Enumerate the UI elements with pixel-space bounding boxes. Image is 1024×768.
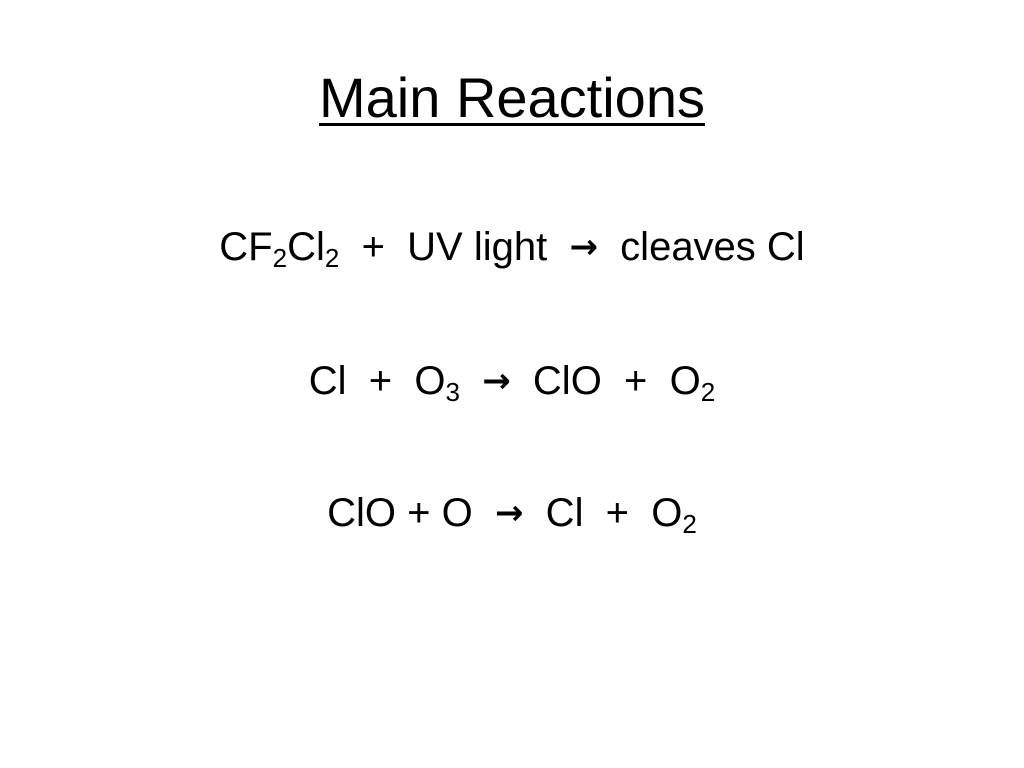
reaction-1-reactant-text: + UV light <box>339 225 570 269</box>
reaction-2: Cl + O3 → ClO + O2 <box>0 356 1024 406</box>
reaction-arrow-icon: → <box>569 227 598 267</box>
reaction-3-reactant-text: ClO + O <box>327 491 495 535</box>
reaction-1-product-text: cleaves Cl <box>597 225 805 269</box>
reaction-2-spacer <box>460 359 482 403</box>
reaction-2-reactant-text: Cl + O <box>308 359 446 403</box>
reaction-3-product-text: Cl + O <box>523 491 683 535</box>
reaction-1-subscript-cl: 2 <box>324 243 340 273</box>
reaction-3-subscript-o2: 2 <box>682 509 697 539</box>
reaction-2-subscript-o2: 2 <box>700 377 716 407</box>
reaction-arrow-icon: → <box>494 493 524 533</box>
reaction-arrow-icon: → <box>482 361 511 401</box>
reaction-1-subscript-f: 2 <box>272 243 288 273</box>
reaction-2-subscript-o3: 3 <box>445 377 460 407</box>
slide-title: Main Reactions <box>319 66 705 129</box>
reaction-1: CF2Cl2 + UV light → cleaves Cl <box>0 222 1024 272</box>
reaction-1-formula-cf: CF <box>219 225 273 269</box>
reaction-3: ClO + O → Cl + O2 <box>0 488 1024 538</box>
reaction-1-formula-cl: Cl <box>287 225 325 269</box>
reaction-2-product-text: ClO + O <box>510 359 701 403</box>
